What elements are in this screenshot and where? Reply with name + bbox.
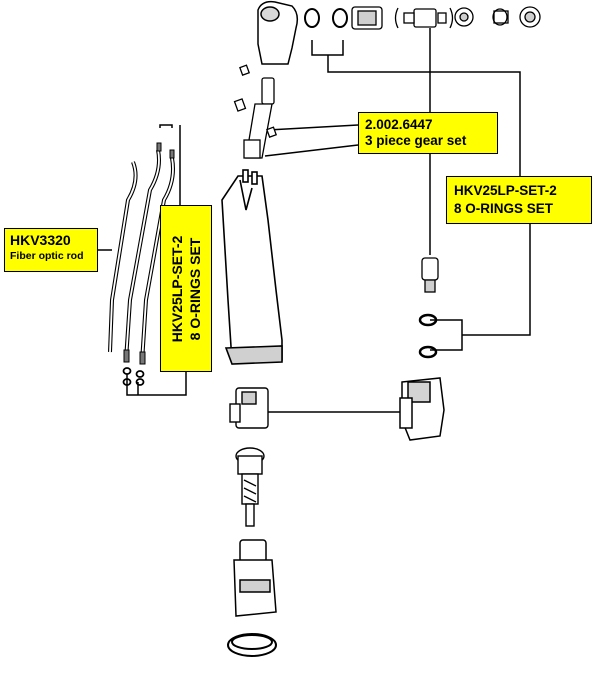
- coupling-block: [399, 377, 445, 441]
- head-components: [351, 6, 541, 30]
- part-number: 2.002.6447: [365, 117, 433, 132]
- part-description: 8 O-RINGS SET: [454, 201, 554, 216]
- callout-o-rings-right: HKV25LP-SET-2 8 O-RINGS SET: [446, 176, 592, 224]
- part-number: HKV25LP-SET-2: [454, 183, 557, 198]
- right-o-rings: [418, 313, 438, 359]
- main-sleeve: [221, 169, 283, 365]
- callout-gear-set: 2.002.6447 3 piece gear set: [358, 112, 498, 154]
- part-number: HKV3320: [10, 232, 71, 248]
- bottom-ring: [227, 633, 277, 657]
- callout-o-rings-left: HKV25LP-SET-2 8 O-RINGS SET: [160, 205, 212, 372]
- top-o-rings: [304, 8, 348, 28]
- part-description: Fiber optic rod: [10, 250, 84, 262]
- fiber-optic-rods: [108, 149, 175, 363]
- callout-fiber-optic-rod: HKV3320 Fiber optic rod: [4, 228, 98, 272]
- head-housing: [257, 0, 299, 65]
- fiber-optic-rod-ends: [123, 142, 175, 365]
- small-gear: [421, 257, 439, 293]
- rod-o-rings: [122, 367, 145, 386]
- lower-housing: [233, 539, 277, 617]
- part-description: 3 piece gear set: [365, 133, 467, 148]
- part-description: 8 O-RINGS SET: [187, 237, 203, 340]
- part-number: HKV25LP-SET-2: [169, 235, 185, 342]
- chuck-assembly: [235, 447, 265, 527]
- drive-shaft: [233, 64, 278, 159]
- clip-block: [229, 387, 269, 429]
